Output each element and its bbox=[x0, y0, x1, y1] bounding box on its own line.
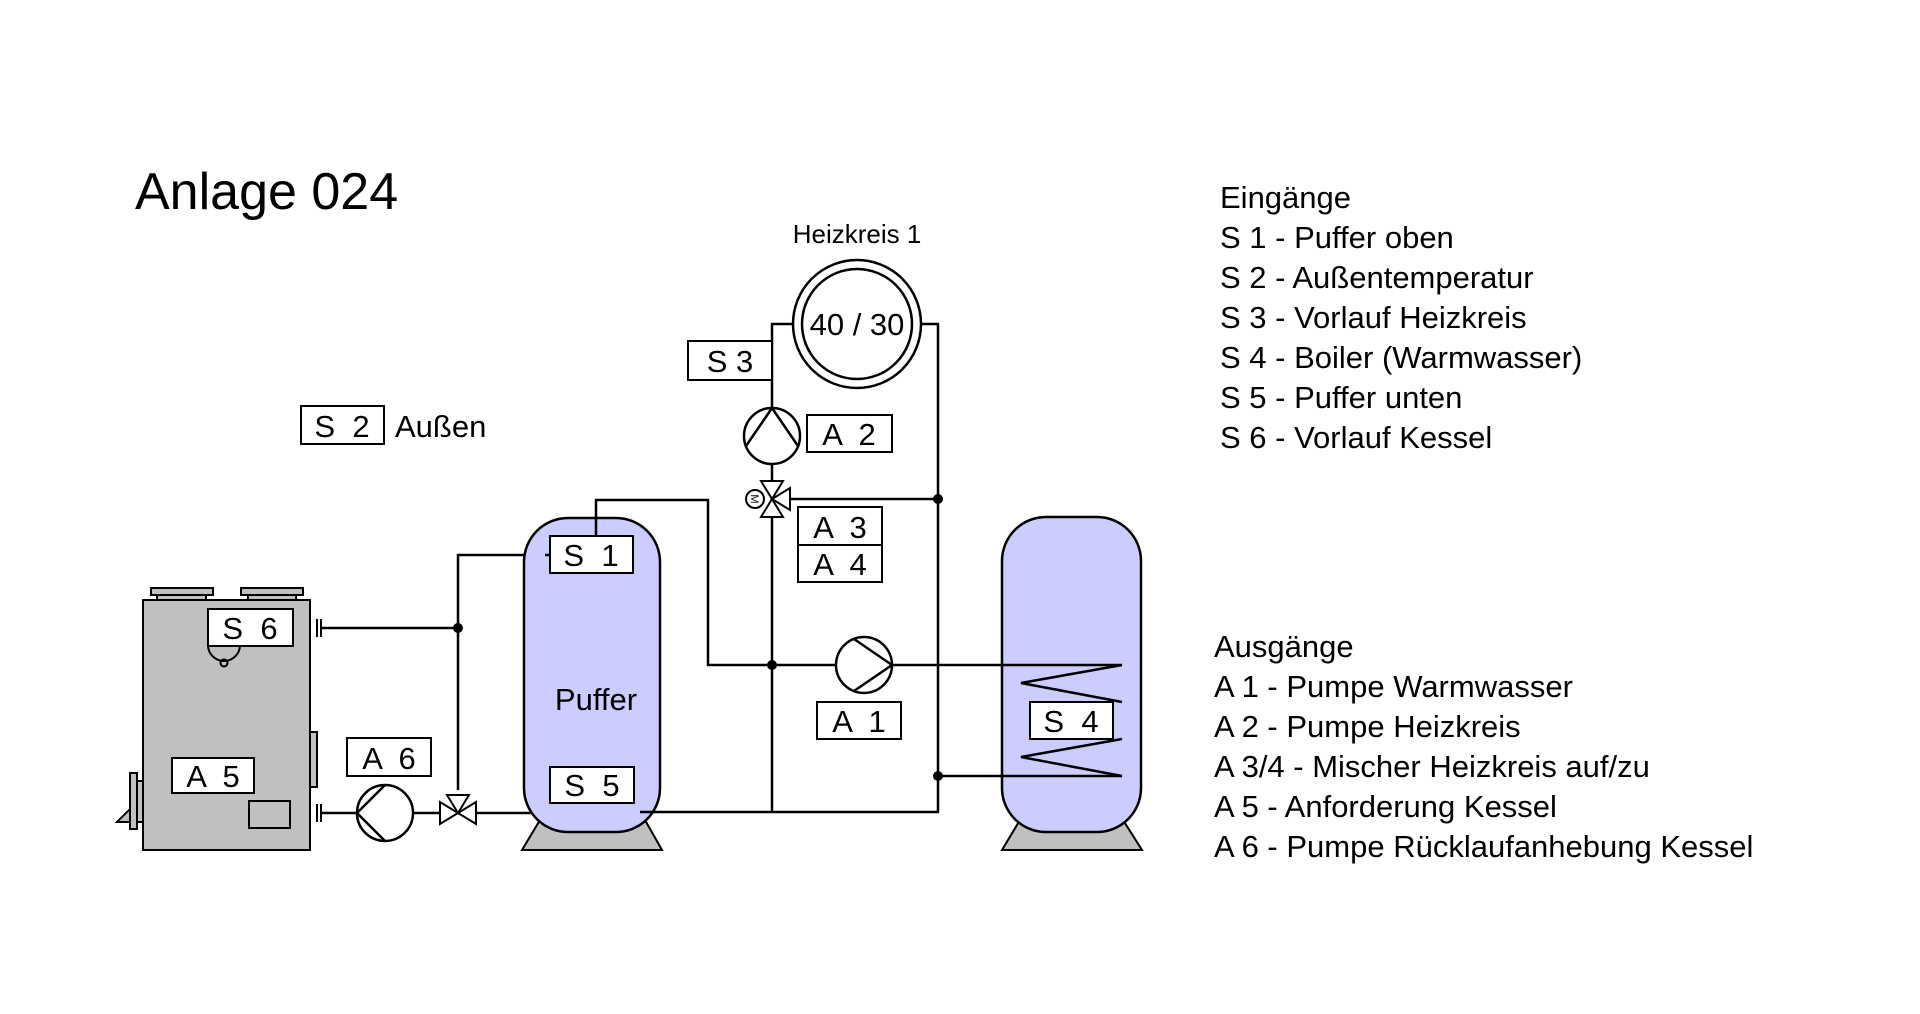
tag-s3: S 3 bbox=[707, 344, 754, 379]
tag-box-s2 bbox=[300, 405, 385, 445]
pipe-bypass bbox=[456, 553, 545, 790]
outputs-heading: Ausgänge bbox=[1214, 629, 1354, 664]
tag-a5: A 5 bbox=[186, 759, 239, 794]
input-item: S 1 - Puffer oben bbox=[1220, 220, 1454, 255]
boiler-top-flange-right bbox=[240, 587, 304, 596]
output-item: A 6 - Pumpe Rücklaufanhebung Kessel bbox=[1214, 829, 1754, 864]
output-item: A 3/4 - Mischer Heizkreis auf/zu bbox=[1214, 749, 1650, 784]
tag-box-s4 bbox=[1029, 701, 1114, 740]
inputs-heading: Eingänge bbox=[1220, 180, 1352, 215]
junction-dot bbox=[453, 623, 463, 633]
boiler-control-panel bbox=[248, 800, 291, 829]
burner-nozzle bbox=[114, 806, 131, 823]
input-item: S 4 - Boiler (Warmwasser) bbox=[1220, 340, 1583, 375]
tag-box-s5 bbox=[549, 766, 635, 804]
svg-text:M: M bbox=[748, 494, 760, 503]
tag-box-a4 bbox=[797, 544, 883, 583]
pipe-junctions bbox=[453, 494, 943, 781]
buffer-body bbox=[522, 516, 662, 834]
dhw-coil-bottom bbox=[1020, 737, 1123, 778]
page-title: Anlage 024 bbox=[135, 163, 399, 221]
tag-s2: S 2 bbox=[314, 409, 369, 444]
pipe-heating-return bbox=[660, 322, 940, 814]
outdoor-label: Außen bbox=[395, 409, 486, 444]
tag-box-s6 bbox=[207, 608, 294, 647]
buffer-tank bbox=[520, 516, 664, 851]
tag-box-s3 bbox=[687, 340, 773, 381]
tag-box-a6 bbox=[346, 737, 432, 777]
dhw-tank bbox=[1000, 515, 1144, 851]
input-item: S 5 - Puffer unten bbox=[1220, 380, 1463, 415]
pipe-buffer-top bbox=[594, 498, 836, 667]
pipe-heating-flow bbox=[770, 322, 800, 812]
heating-circuit-label: Heizkreis 1 bbox=[793, 219, 922, 249]
tag-a4: A 4 bbox=[813, 547, 866, 582]
boiler-pipe-flanges bbox=[316, 619, 322, 822]
buffer-label: Puffer bbox=[555, 682, 637, 717]
dhw-coil-upper bbox=[1020, 663, 1123, 704]
outputs-legend: Ausgänge A 1 - Pumpe Warmwasser A 2 - Pu… bbox=[1214, 627, 1753, 867]
tag-s1: S 1 bbox=[563, 538, 618, 573]
tag-a3: A 3 bbox=[813, 510, 866, 545]
output-item: A 5 - Anforderung Kessel bbox=[1214, 789, 1557, 824]
tag-box-a2 bbox=[806, 414, 893, 453]
burner-plate bbox=[129, 772, 138, 830]
pump-a1-icon bbox=[834, 635, 895, 695]
input-item: S 6 - Vorlauf Kessel bbox=[1220, 420, 1493, 455]
mixer-motor-icon bbox=[745, 489, 765, 509]
input-item: S 3 - Vorlauf Heizkreis bbox=[1220, 300, 1527, 335]
boiler-top-flange-left bbox=[150, 587, 214, 596]
boiler-side-flange bbox=[309, 731, 318, 788]
heating-circuit-symbol bbox=[791, 258, 923, 390]
tag-a2: A 2 bbox=[822, 417, 875, 452]
tag-a1: A 1 bbox=[832, 704, 885, 739]
output-item: A 1 - Pumpe Warmwasser bbox=[1214, 669, 1573, 704]
boiler-sight-dot bbox=[219, 658, 229, 668]
junction-dot bbox=[933, 771, 943, 781]
heating-circuit-inner-ring bbox=[800, 267, 914, 381]
tag-s6: S 6 bbox=[222, 611, 277, 646]
heating-circuit-temps: 40 / 30 bbox=[810, 307, 905, 342]
pump-a2-icon bbox=[742, 405, 802, 466]
three-way-valve-icon bbox=[439, 794, 477, 826]
output-item: A 2 - Pumpe Heizkreis bbox=[1214, 709, 1521, 744]
inputs-legend: Eingänge S 1 - Puffer oben S 2 - Außente… bbox=[1220, 178, 1582, 458]
junction-dot bbox=[767, 660, 777, 670]
tag-box-s1 bbox=[549, 535, 634, 574]
tag-s5: S 5 bbox=[564, 768, 619, 803]
pump-a6-icon bbox=[355, 783, 415, 843]
mixer-valve-icon: M bbox=[745, 480, 791, 518]
input-item: S 2 - Außentemperatur bbox=[1220, 260, 1534, 295]
tag-box-a1 bbox=[816, 701, 902, 740]
junction-dot bbox=[933, 494, 943, 504]
tag-a6: A 6 bbox=[362, 741, 415, 776]
tag-box-a5 bbox=[171, 757, 255, 794]
tag-s4: S 4 bbox=[1043, 704, 1098, 739]
